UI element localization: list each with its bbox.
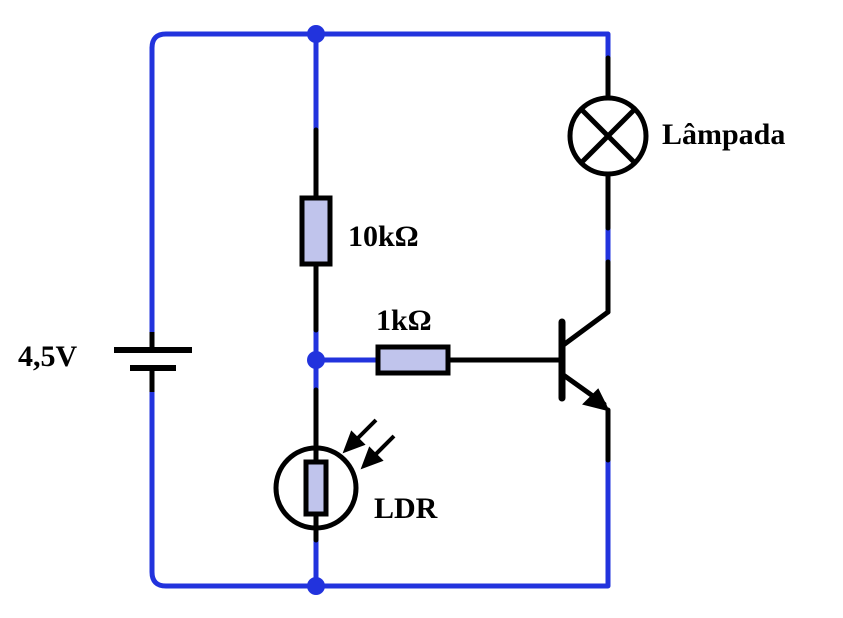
transistor-emitter-arrow-icon: [582, 388, 610, 412]
lamp-cross-b: [579, 107, 637, 165]
junction-nodes: [307, 25, 325, 595]
ldr-label: LDR: [374, 492, 438, 525]
light-arrows-icon: [342, 418, 396, 470]
wire-left-lower: [149, 389, 611, 589]
ldr-symbol: [273, 418, 396, 531]
ldr-circle: [273, 445, 359, 531]
battery-symbol: [114, 332, 192, 392]
transistor-symbol: [558, 309, 611, 412]
lamp-circle: [567, 95, 649, 177]
node-top: [307, 25, 325, 43]
black-wires: [313, 55, 611, 543]
node-middle: [307, 351, 325, 369]
ldr-body: [303, 459, 329, 517]
battery-label: 4,5V: [18, 340, 78, 373]
resistor-1k-label: 1kΩ: [376, 304, 432, 337]
lamp-label: Lâmpada: [662, 118, 785, 151]
wire-top: [149, 31, 611, 61]
node-bottom: [307, 577, 325, 595]
resistor-10k-label: 10kΩ: [348, 220, 419, 253]
resistor-1k: [375, 344, 451, 376]
resistor-10k: [299, 195, 333, 267]
lamp-symbol: [567, 95, 649, 177]
transistor-collector-leg: [559, 309, 611, 349]
